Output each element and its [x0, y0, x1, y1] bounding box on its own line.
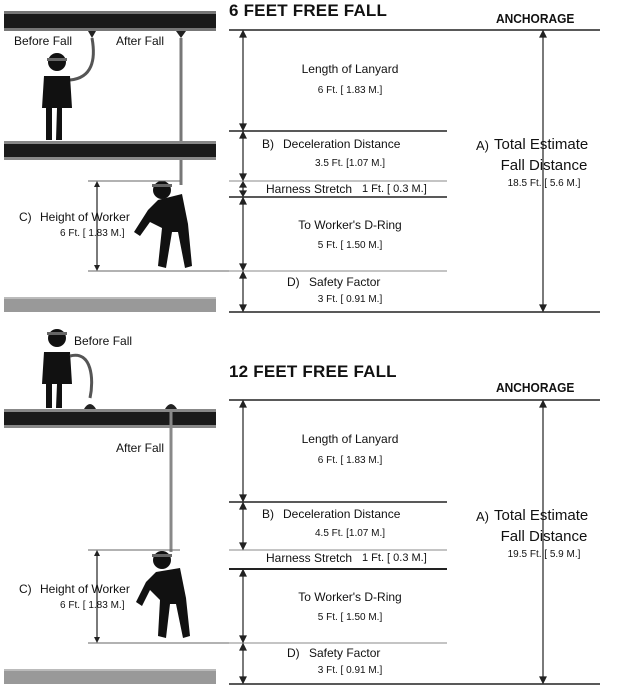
deceleration-label: Deceleration Distance	[283, 507, 401, 521]
anchor-beam	[4, 411, 216, 426]
ground	[4, 670, 216, 684]
harness-value: 1 Ft. [ 0.3 M.]	[362, 183, 427, 195]
safety-letter: D)	[287, 275, 300, 289]
worker-after-fall	[136, 551, 190, 638]
dring-label: To Worker's D-Ring	[298, 590, 402, 604]
dring-value: 5 Ft. [ 1.50 M.]	[317, 240, 383, 251]
lanyard-before	[69, 37, 95, 82]
anchorage-label: ANCHORAGE	[496, 380, 575, 395]
total-label-1: Total Estimate	[494, 507, 589, 524]
total-label-2: Fall Distance	[500, 528, 588, 545]
safety-value: 3 Ft. [ 0.91 M.]	[317, 294, 383, 305]
total-letter: A)	[476, 509, 489, 524]
deceleration-value: 3.5 Ft. [1.07 M.]	[314, 158, 386, 169]
height-value: 6 Ft. [ 1.83 M.]	[60, 228, 125, 239]
worker-before-fall	[42, 53, 72, 140]
dring-value: 5 Ft. [ 1.50 M.]	[317, 612, 383, 623]
lanyard-label: Length of Lanyard	[301, 432, 399, 446]
deceleration-value: 4.5 Ft. [1.07 M.]	[314, 528, 386, 539]
total-label-2: Fall Distance	[500, 157, 588, 174]
deceleration-label: Deceleration Distance	[283, 137, 401, 151]
anchor-hook-after	[176, 31, 186, 38]
panel-2-graphics	[4, 329, 600, 685]
harness-label: Harness Stretch	[266, 182, 353, 196]
dring-label: To Worker's D-Ring	[298, 218, 402, 232]
height-letter: C)	[19, 582, 32, 596]
deceleration-letter: B)	[262, 137, 274, 151]
height-label: Height of Worker	[40, 210, 130, 224]
total-label-1: Total Estimate	[494, 136, 589, 153]
lanyard-value: 6 Ft. [ 1.83 M.]	[317, 455, 383, 466]
anchor-point-after	[165, 404, 177, 409]
panel-title: 6 FEET FREE FALL	[229, 1, 388, 20]
after-fall-label: After Fall	[116, 34, 165, 48]
safety-value: 3 Ft. [ 0.91 M.]	[317, 665, 383, 676]
safety-label: Safety Factor	[309, 275, 381, 289]
deceleration-letter: B)	[262, 507, 274, 521]
height-label: Height of Worker	[40, 582, 130, 596]
anchor-beam	[4, 13, 216, 29]
panel-1-graphics	[4, 11, 600, 313]
safety-letter: D)	[287, 646, 300, 660]
worker-before-fall	[42, 329, 72, 408]
anchor-hook-before	[88, 31, 96, 38]
safety-label: Safety Factor	[309, 646, 381, 660]
lanyard-value: 6 Ft. [ 1.83 M.]	[317, 85, 383, 96]
ground	[4, 298, 216, 312]
lower-beam	[4, 143, 216, 158]
harness-value: 1 Ft. [ 0.3 M.]	[362, 552, 427, 564]
height-letter: C)	[19, 210, 32, 224]
before-fall-label: Before Fall	[74, 334, 133, 348]
total-value: 19.5 Ft. [ 5.9 M.]	[507, 549, 581, 560]
harness-label: Harness Stretch	[266, 551, 353, 565]
worker-after-fall	[134, 181, 192, 268]
diagram-12ft-free-fall: 12 FEET FREE FALL ANCHORAGE Before Fall …	[0, 320, 628, 691]
diagram-6ft-free-fall: 6 FEET FREE FALL ANCHORAGE Before Fall A…	[0, 0, 628, 320]
after-fall-label: After Fall	[116, 441, 165, 455]
lanyard-label: Length of Lanyard	[301, 62, 399, 76]
before-fall-label: Before Fall	[14, 34, 73, 48]
lanyard-before	[69, 353, 94, 399]
total-value: 18.5 Ft. [ 5.6 M.]	[507, 178, 581, 189]
anchor-point-before	[84, 404, 96, 409]
total-letter: A)	[476, 138, 489, 153]
height-value: 6 Ft. [ 1.83 M.]	[60, 600, 125, 611]
panel-title: 12 FEET FREE FALL	[229, 362, 397, 381]
anchorage-label: ANCHORAGE	[496, 11, 575, 26]
